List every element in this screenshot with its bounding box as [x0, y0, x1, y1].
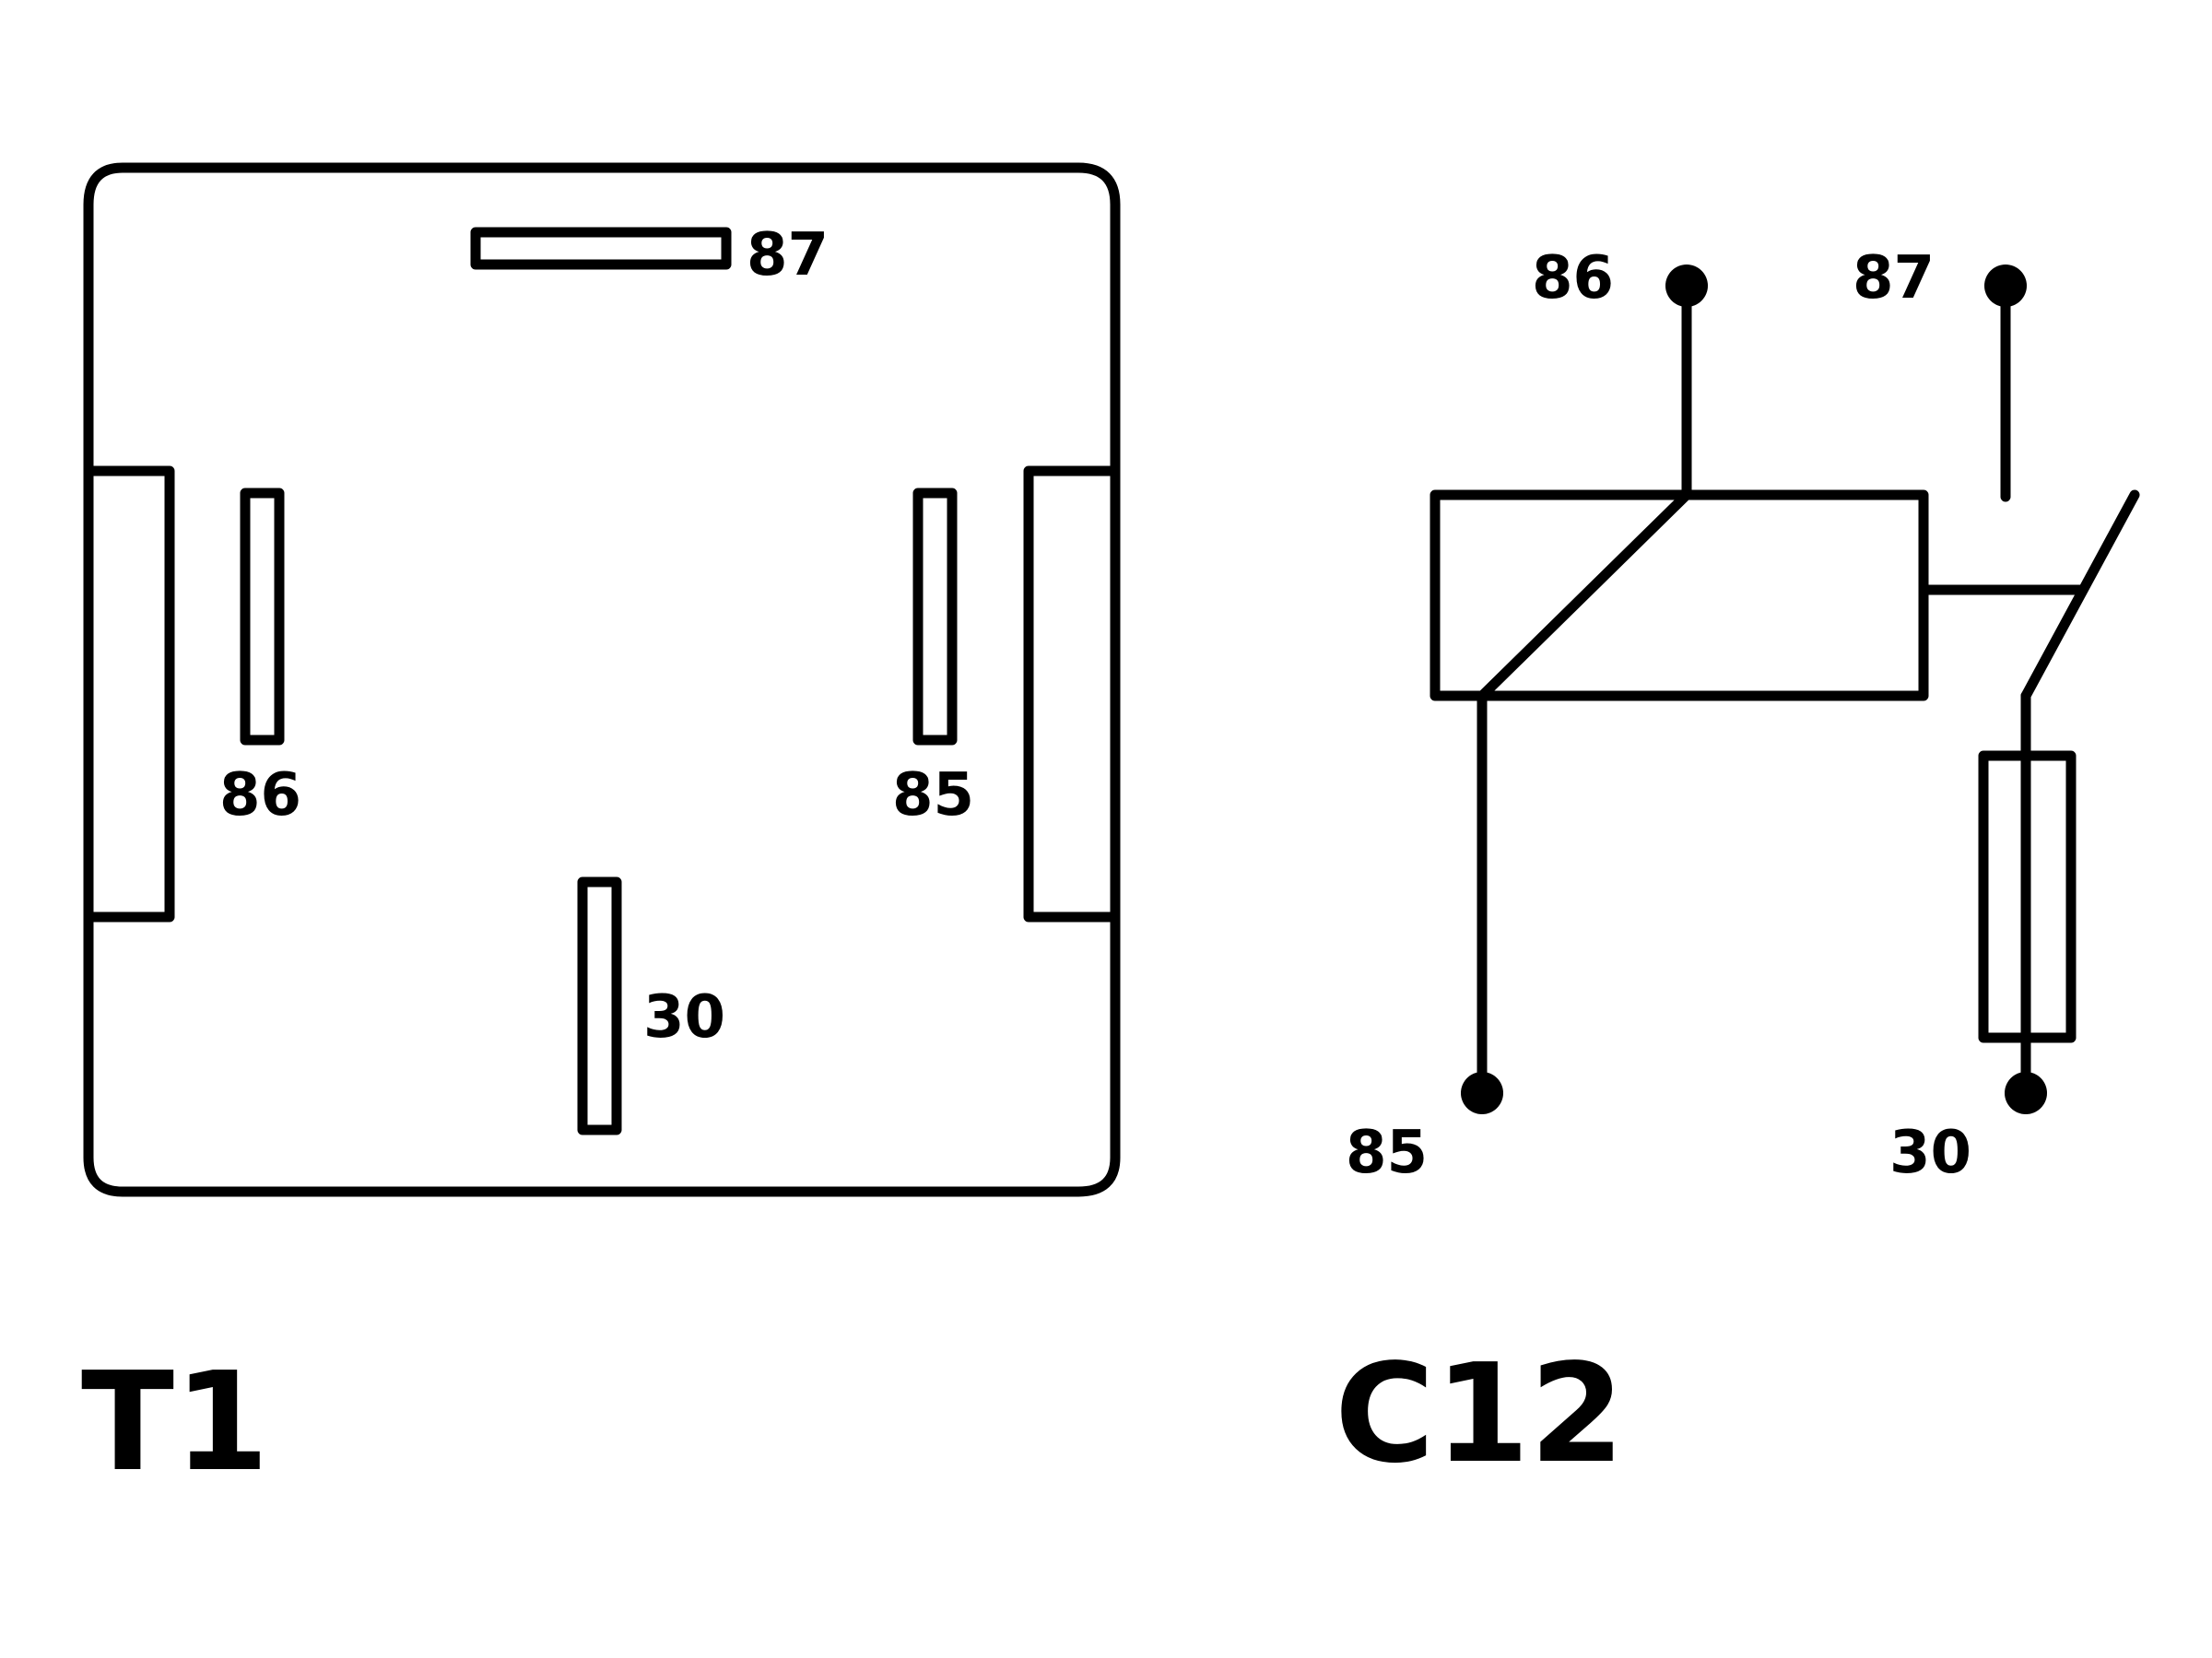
c12-schematic: 86 87 85 30 C12 [1335, 244, 2140, 1493]
c12-terminal-85 [1461, 1072, 1503, 1114]
t1-left-latch [83, 465, 175, 923]
c12-coil-diagonal [1477, 489, 1692, 701]
c12-terminal-87 [1984, 265, 2027, 307]
t1-right-latch [1023, 465, 1121, 923]
c12-label-86: 86 [1532, 244, 1614, 312]
t1-label-86: 86 [219, 761, 301, 829]
t1-terminal-30 [577, 876, 622, 1135]
c12-switch-blade [2020, 489, 2140, 701]
t1-housing-outline [83, 162, 1121, 1197]
c12-terminal-86 [1665, 265, 1708, 307]
t1-terminal-85 [912, 488, 958, 746]
c12-title: C12 [1335, 1335, 1625, 1493]
c12-label-85: 85 [1346, 1119, 1428, 1187]
t1-label-87: 87 [747, 221, 829, 289]
t1-title: T1 [81, 1343, 269, 1501]
c12-terminal-30 [2005, 1072, 2047, 1114]
t1-label-85: 85 [892, 761, 974, 829]
t1-terminal-86 [240, 488, 285, 746]
c12-label-30: 30 [1889, 1119, 1971, 1187]
t1-footprint: 87 86 85 30 T1 [81, 162, 1121, 1501]
t1-label-30: 30 [643, 983, 725, 1052]
c12-coil-box [1430, 489, 1929, 701]
t1-terminal-87 [470, 227, 732, 270]
c12-label-87: 87 [1853, 244, 1935, 312]
